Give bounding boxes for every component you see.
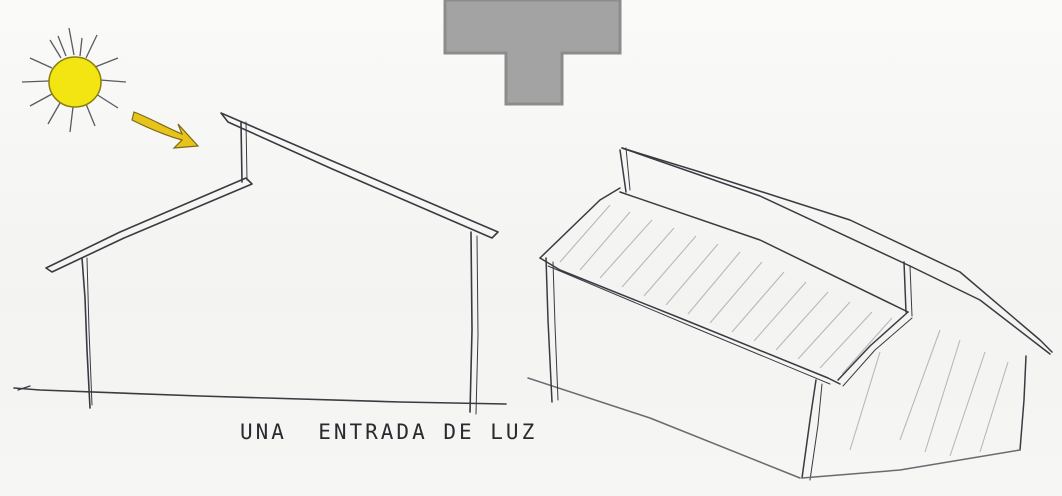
light-direction-arrow-icon bbox=[131, 111, 200, 149]
sun-rays bbox=[21, 27, 127, 133]
wall-shading bbox=[849, 329, 1009, 457]
roof-hatching bbox=[559, 204, 893, 375]
house-perspective-sketch bbox=[527, 147, 1053, 481]
sun-icon bbox=[21, 27, 127, 133]
house-elevation-sketch bbox=[13, 112, 507, 415]
gray-t-shape-icon bbox=[443, 0, 622, 106]
sketch-caption: UNA ENTRADA DE LUZ bbox=[240, 420, 538, 444]
